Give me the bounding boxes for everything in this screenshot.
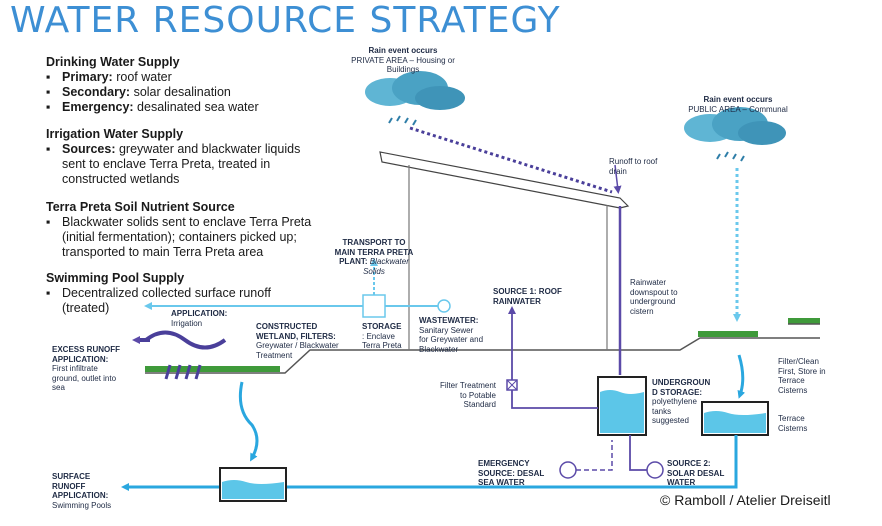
source2-line — [629, 435, 650, 471]
drinking-list: ▪Primary: roof water ▪Secondary: solar d… — [46, 70, 259, 115]
cloud-public-icon — [684, 107, 786, 162]
rain-flow-private — [409, 126, 613, 194]
list-item: ▪Secondary: solar desalination — [46, 85, 231, 99]
list-item: ▪Sources: greywater and blackwater liqui… — [46, 142, 301, 156]
wastewater-inlet-icon — [437, 299, 451, 313]
cloud-private-icon — [365, 71, 465, 126]
irrigation-wave — [144, 330, 227, 350]
pool-list: ▪Decentralized collected surface runoff … — [46, 286, 271, 316]
irrigation-heading: Irrigation Water Supply — [46, 127, 184, 141]
main-supply-line — [121, 435, 738, 491]
drinking-heading: Drinking Water Supply — [46, 55, 180, 69]
source1-line — [508, 306, 598, 409]
irrigation-list: ▪Sources: greywater and blackwater liqui… — [46, 142, 300, 187]
emergency-desal-icon — [559, 461, 577, 479]
building-roof — [379, 151, 630, 209]
terra-list: ▪Blackwater solids sent to enclave Terra… — [46, 215, 311, 260]
storage-box — [362, 294, 386, 318]
list-item-text: (initial fermentation); containers picke… — [62, 230, 297, 244]
page-title: WATER RESOURCE STRATEGY — [10, 0, 561, 41]
application-irrigation-label: APPLICATION:Irrigation — [171, 309, 228, 328]
grass-left — [145, 366, 280, 372]
list-item: ▪Decentralized collected surface runoff — [46, 286, 271, 300]
solar-desal-icon — [646, 461, 664, 479]
grass-right — [698, 318, 820, 337]
list-item: ▪Primary: roof water — [46, 70, 172, 84]
terra-heading: Terra Preta Soil Nutrient Source — [46, 200, 235, 214]
pool-heading: Swimming Pool Supply — [46, 271, 185, 285]
list-item-text: transported to main Terra Preta area — [62, 245, 264, 259]
copyright-text: © Ramboll / Atelier Dreiseitl — [660, 492, 831, 508]
ground-line — [145, 337, 820, 374]
list-item: ▪Emergency: desalinated sea water — [46, 100, 259, 114]
list-item-text: constructed wetlands — [62, 172, 180, 186]
list-item: ▪Blackwater solids sent to enclave Terra… — [46, 215, 312, 229]
infiltration-arrows — [164, 364, 202, 380]
list-item-text: (treated) — [62, 301, 110, 315]
list-item-text: sent to enclave Terra Preta, treated in — [62, 157, 271, 171]
